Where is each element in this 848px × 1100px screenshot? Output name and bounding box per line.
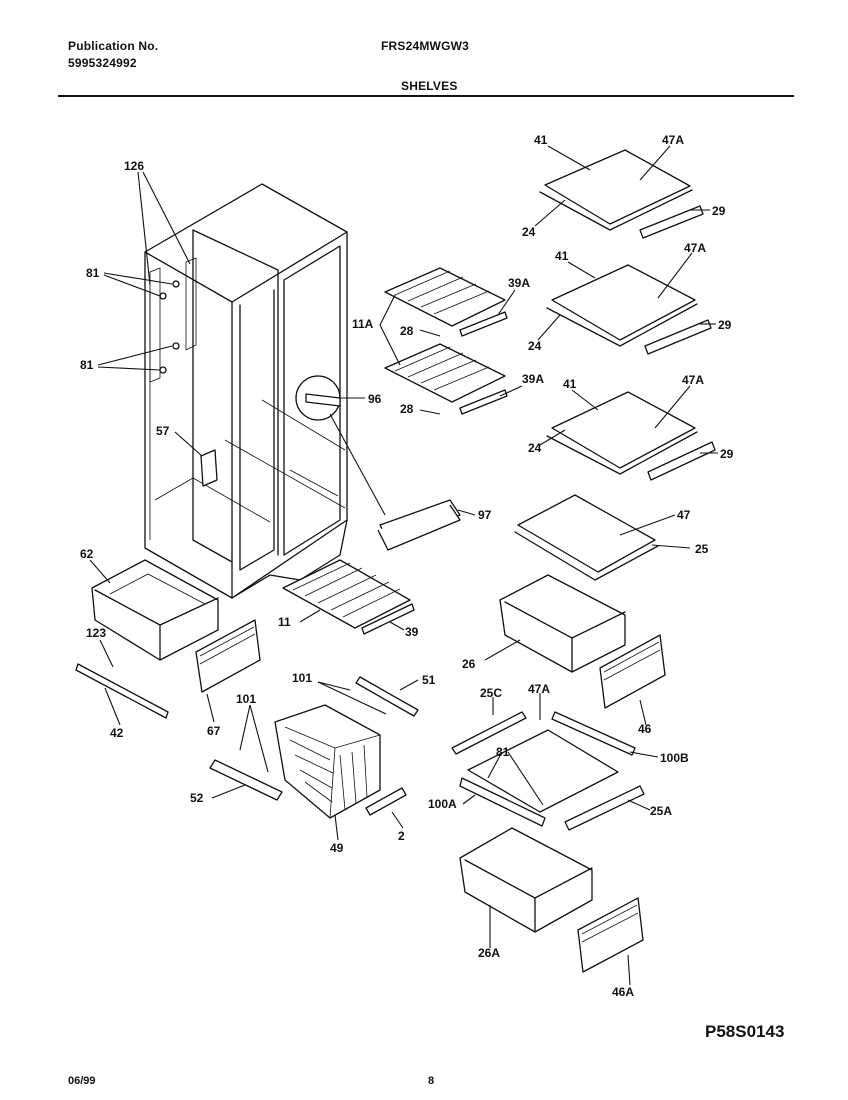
callout-47A: 47A (528, 682, 550, 696)
callout-39A: 39A (522, 372, 544, 386)
callout-11: 11 (278, 615, 291, 629)
callout-39A: 39A (508, 276, 530, 290)
part-96-97 (295, 375, 461, 551)
glass-shelf-middle (546, 264, 712, 355)
callout-25: 25 (695, 542, 709, 556)
wire-shelf-11 (282, 559, 415, 635)
callout-41: 41 (534, 133, 548, 147)
callout-52: 52 (190, 791, 204, 805)
callout-41: 41 (555, 249, 569, 263)
callout-47A: 47A (662, 133, 684, 147)
footer-date: 06/99 (68, 1075, 96, 1087)
callout-81: 81 (80, 358, 94, 372)
wire-basket-49 (274, 704, 381, 819)
callout-26A: 26A (478, 946, 500, 960)
callout-24: 24 (528, 339, 542, 353)
bracket-52 (209, 759, 283, 801)
callout-29: 29 (712, 204, 726, 218)
callout-126: 126 (124, 159, 144, 173)
glass-shelf-lower (546, 391, 716, 481)
callout-100B: 100B (660, 751, 689, 765)
callout-24: 24 (522, 225, 536, 239)
callout-57: 57 (156, 424, 170, 438)
header-rule (58, 95, 794, 97)
callout-25C: 25C (480, 686, 502, 700)
callout-81: 81 (86, 266, 100, 280)
pan-26A (459, 827, 593, 933)
model-number: FRS24MWGW3 (381, 39, 470, 53)
callout-2: 2 (398, 829, 405, 843)
callout-46A: 46A (612, 985, 634, 999)
callout-51: 51 (422, 673, 436, 687)
callout-42: 42 (110, 726, 124, 740)
publication-label: Publication No. (68, 39, 159, 53)
drawer-front-46 (599, 634, 666, 709)
rail-42 (75, 663, 169, 719)
callout-25A: 25A (650, 804, 672, 818)
publication-number: 5995324992 (68, 56, 137, 70)
strips-51-2 (355, 676, 419, 816)
callout-labels: 126 81 81 57 62 123 42 67 101 101 52 49 … (80, 133, 734, 999)
section-title: SHELVES (401, 79, 458, 93)
callout-47A: 47A (684, 241, 706, 255)
crisper-cover-assembly (451, 711, 645, 831)
glass-shelf-upper (539, 149, 704, 239)
callout-62: 62 (80, 547, 94, 561)
pan-26 (499, 574, 626, 673)
callout-100A: 100A (428, 797, 457, 811)
refrigerator-cabinet (144, 183, 348, 599)
leader-lines (89, 145, 718, 986)
callout-101: 101 (292, 671, 312, 685)
callout-28: 28 (400, 402, 414, 416)
callout-67: 67 (207, 724, 221, 738)
drawer-front-46A (577, 897, 644, 973)
shelf-frame-47 (514, 494, 659, 581)
callout-29: 29 (718, 318, 732, 332)
callout-97: 97 (478, 508, 492, 522)
crisper-drawer-62 (91, 559, 219, 661)
callout-47: 47 (677, 508, 691, 522)
callout-81: 81 (496, 745, 510, 759)
page-number: 8 (428, 1075, 435, 1087)
callout-39: 39 (405, 625, 419, 639)
callout-24: 24 (528, 441, 542, 455)
drawer-front-67 (195, 619, 261, 693)
callout-26: 26 (462, 657, 476, 671)
callout-29: 29 (720, 447, 734, 461)
callout-46: 46 (638, 722, 652, 736)
screw-set-81 (159, 280, 180, 374)
callout-41: 41 (563, 377, 577, 391)
callout-49: 49 (330, 841, 344, 855)
callout-47A: 47A (682, 373, 704, 387)
callout-101: 101 (236, 692, 256, 706)
callout-28: 28 (400, 324, 414, 338)
drawing-code: P58S0143 (705, 1022, 785, 1041)
callout-96: 96 (368, 392, 382, 406)
callout-11A: 11A (352, 317, 374, 331)
wire-shelves-11A (384, 267, 508, 415)
callout-123: 123 (86, 626, 106, 640)
